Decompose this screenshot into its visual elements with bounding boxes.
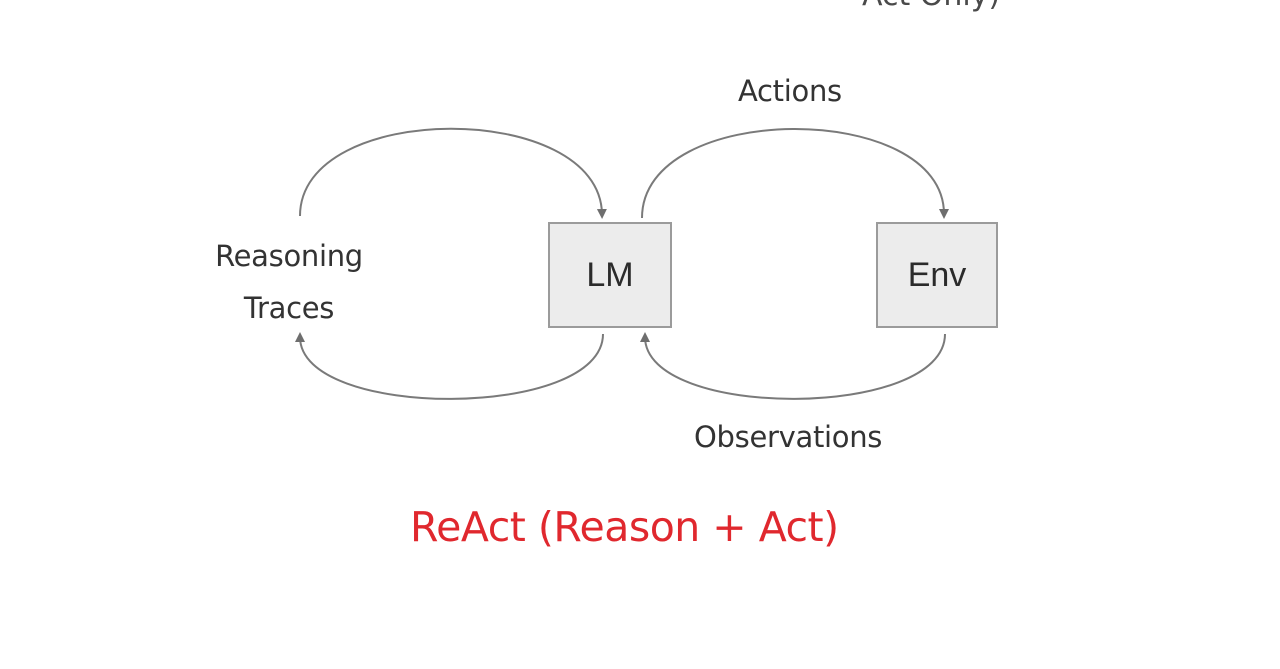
lm-node-label: LM <box>586 255 634 294</box>
reasoning-label-line1: Reasoning <box>215 239 363 273</box>
observations-label: Observations <box>694 420 883 454</box>
lm-node: LM <box>548 222 672 328</box>
env-node-label: Env <box>907 255 967 294</box>
actions-label: Actions <box>738 74 842 108</box>
diagram-caption: ReAct (Reason + Act) <box>410 503 839 551</box>
env-node: Env <box>876 222 998 328</box>
top-partial-caption: Act Only) <box>862 0 1000 13</box>
actions-arrow <box>641 128 949 219</box>
reasoning-label-line2: Traces <box>243 291 335 325</box>
observations-arrow <box>640 332 946 400</box>
reasoning-arrow-out-of-lm <box>295 332 604 400</box>
reasoning-traces-label: Reasoning Traces <box>200 230 378 334</box>
reasoning-arrow-into-lm <box>299 127 607 219</box>
